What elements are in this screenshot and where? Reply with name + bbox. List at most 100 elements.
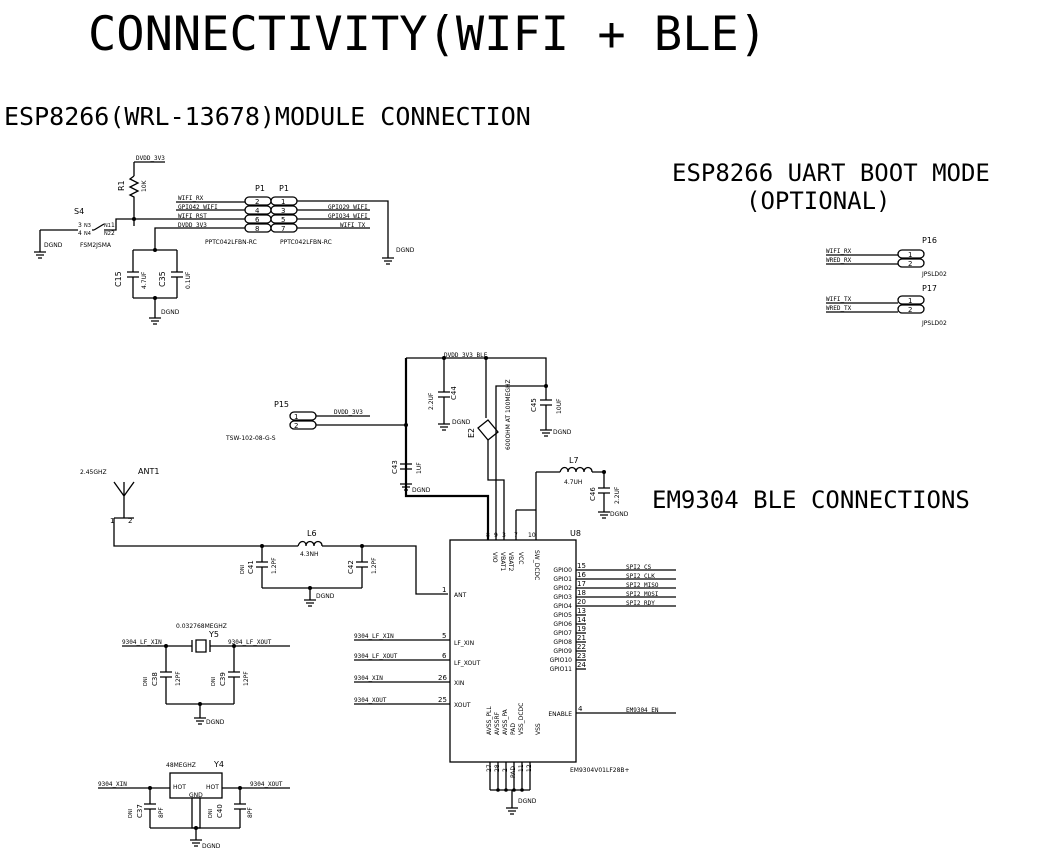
s4-switch-symbol — [92, 218, 134, 231]
u8-top-pin-name-5: SW_DCDC — [533, 550, 540, 580]
p16-pin1-box — [897, 249, 925, 259]
c37-value: 8PF — [158, 807, 165, 818]
c43-value: 1UF — [416, 462, 423, 474]
l7-ref: L7 — [569, 456, 579, 465]
u8-right-pin-name-4: GPIO3 — [553, 594, 572, 601]
u8-enable-pin-num: 4 — [578, 705, 583, 713]
s4-n4: N4 — [84, 231, 91, 237]
y4-crystal-box — [169, 772, 223, 799]
p1-pin-8: 8 — [255, 225, 259, 233]
c35-ref: C35 — [158, 271, 167, 287]
c44-cap-symbol — [438, 391, 450, 424]
c40-ref: C40 — [216, 804, 224, 818]
s4-n1: N1 — [104, 223, 111, 229]
p1-pin-6: 6 — [255, 216, 260, 224]
u8-right-pins: 15 16 17 18 20 13 14 19 21 22 23 24 GPIO… — [550, 562, 659, 673]
e2-ref: E2 — [467, 428, 476, 438]
c38-c39-cap-symbols — [160, 646, 240, 718]
u8-right-pin-num-1: 15 — [577, 562, 586, 570]
c38-dni: DNI — [143, 677, 149, 686]
c43-gnd-label: DGND — [412, 487, 431, 494]
p16-pin-2: 2 — [908, 260, 912, 268]
u8-right-pin-num-8: 19 — [577, 625, 586, 633]
p1-part-left: PPTC042LFBN-RC — [205, 239, 257, 246]
u8-left-net-2: 9304_LF_XIN — [354, 633, 394, 640]
u8-right-pin-name-12: GPIO11 — [550, 666, 573, 673]
gnd-symbol-p1 — [382, 257, 394, 265]
gnd-symbol-u8 — [506, 807, 518, 815]
p15-net: DVDD_3V3 — [334, 409, 363, 416]
u8-bottom-pin-name-6: VSS — [535, 723, 542, 735]
c15-value: 4.7UF — [141, 271, 148, 289]
c42-ref: C42 — [347, 560, 355, 574]
u8-right-net-5: SPI2_RDY — [626, 600, 655, 607]
l6-inductor-symbol — [262, 540, 448, 595]
c38-ref: C38 — [151, 672, 159, 686]
p1-net-right-1: GPIO29_WIFI — [328, 204, 368, 211]
u8-top-pin-name-3: VBAT2 — [507, 552, 514, 572]
c46-ref: C46 — [589, 487, 597, 501]
p15-ref: P15 — [274, 400, 289, 409]
s4-pin-2: 2 — [111, 230, 115, 237]
u8-chip-body — [449, 539, 577, 763]
gnd-symbol-caps — [149, 317, 161, 325]
antenna-icon — [113, 481, 135, 518]
c43-ref: C43 — [391, 460, 399, 474]
y4-pin-hot-right: HOT — [206, 784, 219, 791]
u8-bottom-pin-name-2: AVSSRF — [494, 711, 501, 735]
ble-section: DVDD_3V3_BLE 2.2UF C44 DGND E2 600OHM AT… — [80, 352, 676, 850]
u8-left-net-3: 9304_LF_XOUT — [354, 653, 398, 660]
u8-enable-net: EM9304_EN — [626, 707, 659, 714]
u8-right-pin-num-4: 18 — [577, 589, 586, 597]
gnd-symbol-c46 — [598, 511, 610, 519]
u8-right-pin-name-1: GPIO0 — [553, 567, 572, 574]
u8-right-net-2: SPI2_CLK — [626, 573, 655, 580]
c43-cap-symbol — [400, 425, 412, 484]
e2-ferrite-symbol — [477, 419, 499, 441]
p17-pin1-box — [897, 295, 925, 305]
y4-ref: Y4 — [213, 760, 224, 769]
y4-pin-gnd: GND — [189, 792, 203, 799]
u8-part: EM9304V01LF28B+ — [570, 767, 630, 774]
c39-dni: DNI — [211, 677, 217, 686]
gnd-symbol-y5 — [194, 717, 206, 725]
u8-left-pin-num-5: 25 — [438, 696, 447, 704]
p1-pin-4: 4 — [255, 207, 260, 215]
u8-left-pin-name-1: ANT — [454, 592, 467, 599]
boot-mode-subtitle: (OPTIONAL) — [746, 187, 891, 215]
y5-gnd-label: DGND — [206, 719, 225, 726]
u8-right-pin-num-10: 22 — [577, 643, 586, 651]
y4-gnd-label: DGND — [202, 843, 221, 850]
c40-dni: DNI — [208, 809, 214, 818]
c39-ref: C39 — [219, 672, 227, 686]
p1-pin-2: 2 — [255, 198, 259, 206]
ble-section-title: EM9304 BLE CONNECTIONS — [652, 486, 970, 514]
u8-right-pin-name-2: GPIO1 — [553, 576, 572, 583]
u8-right-net-4: SPI2_MOSI — [626, 591, 659, 598]
u8-left-pin-num-1: 1 — [442, 586, 446, 594]
s4-pin-1: 1 — [111, 222, 115, 229]
p17-pin-1: 1 — [908, 297, 912, 305]
u8-bottom-pin-name-4: PAD — [510, 723, 517, 735]
p1-part-right: PPTC042LFBN-RC — [280, 239, 332, 246]
s4-n2: N2 — [104, 231, 111, 237]
u8-gnd-label: DGND — [518, 798, 537, 805]
c46-cap-symbol — [598, 487, 610, 512]
esp-section-title: ESP8266(WRL-13678)MODULE CONNECTION — [4, 102, 531, 131]
u8-bottom-pin-name-3: AVSS_PA — [502, 708, 509, 735]
s4-pin-3: 3 — [78, 222, 82, 229]
c42-value: 1.2PF — [371, 557, 378, 574]
ant1-pin-1: 1 — [110, 517, 114, 525]
c37-dni: DNI — [128, 809, 134, 818]
c37-ref: C37 — [136, 804, 144, 818]
p1-net-right-2: GPIO34_WIFI — [328, 213, 368, 220]
p1-ref-left: P1 — [255, 184, 265, 193]
u8-right-pin-num-11: 23 — [577, 652, 586, 660]
u8-right-pin-name-6: GPIO5 — [553, 612, 572, 619]
y5-crystal-symbol — [122, 639, 290, 653]
p1-connector — [244, 196, 298, 233]
u8-top-pin-num-1: 8 — [486, 532, 490, 539]
gnd-symbol-s4 — [34, 251, 46, 259]
u8-right-pin-num-7: 14 — [577, 616, 586, 624]
